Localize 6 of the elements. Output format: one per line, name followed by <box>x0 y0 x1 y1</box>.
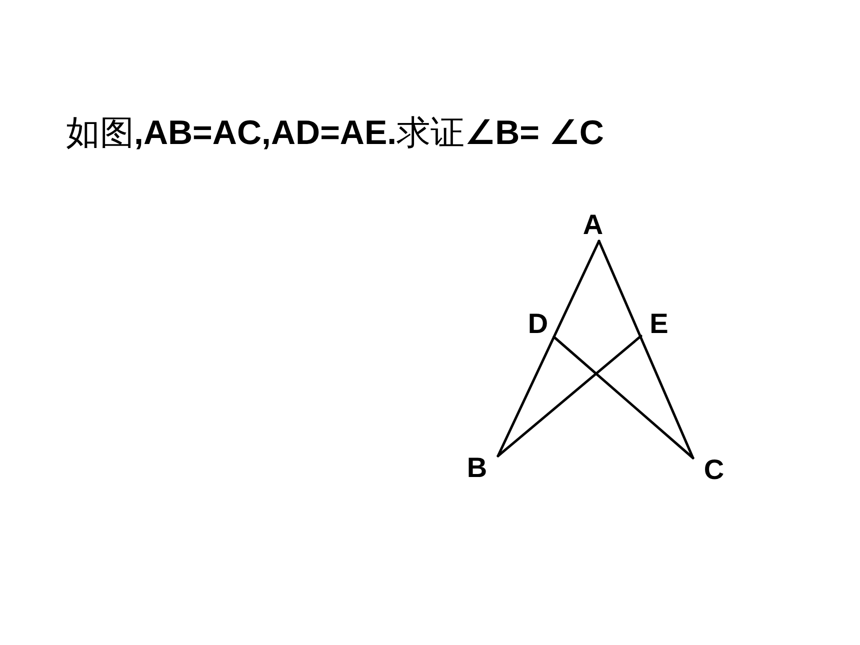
point-label: C <box>704 456 724 484</box>
point-label: D <box>528 310 548 338</box>
point-label: E <box>650 310 668 338</box>
point-label: B <box>466 454 488 482</box>
problem-statement: 如图,AB=AC,AD=AE.求证∠B= ∠C <box>66 113 604 154</box>
point-label: A <box>582 211 604 239</box>
